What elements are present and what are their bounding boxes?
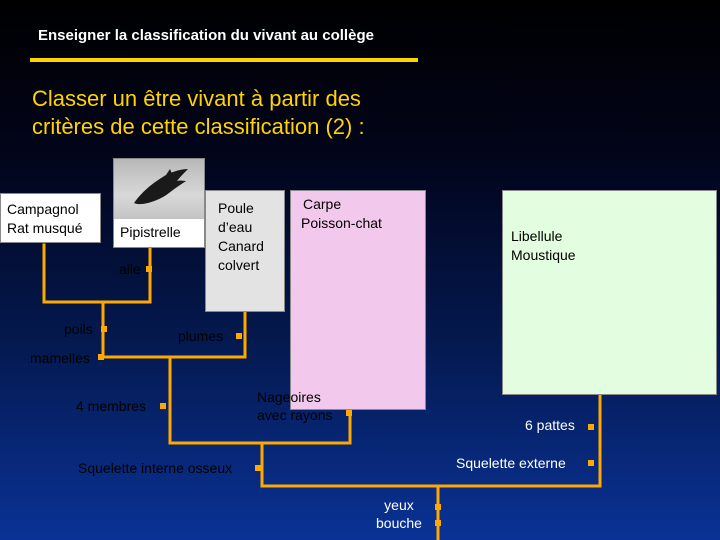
group-box-bat: Pipistrelle xyxy=(113,158,205,248)
character-squelette-externe: Squelette externe xyxy=(456,455,566,471)
nageoires-line-2: avec rayons xyxy=(257,407,333,423)
organism-libellule: Libellule xyxy=(511,228,563,244)
group-box-fish: Carpe Poisson-chat xyxy=(290,190,426,410)
organism-carpe: Carpe xyxy=(303,196,342,212)
organism-canard-2: colvert xyxy=(218,257,260,273)
character-poils: poils xyxy=(64,321,93,337)
organism-campagnol: Campagnol xyxy=(7,201,79,217)
main-title-line-2: critères de cette classification (2) : xyxy=(32,114,365,139)
character-plumes: plumes xyxy=(178,328,224,344)
organism-canard-1: Canard xyxy=(218,238,264,254)
organism-poisson-chat: Poisson-chat xyxy=(301,215,382,231)
slide-main-title: Classer un être vivant à partir des crit… xyxy=(32,85,365,141)
nageoires-line-1: Nageoires xyxy=(257,389,321,405)
yeux-line: yeux xyxy=(384,497,414,513)
character-4-membres: 4 membres xyxy=(76,398,147,414)
group-box-rodents: Campagnol Rat musqué xyxy=(0,193,101,243)
organism-poule-eau-2: d’eau xyxy=(218,219,253,235)
bouche-line: bouche xyxy=(376,515,422,531)
group-box-insects: Libellule Moustique xyxy=(502,190,717,395)
bat-photo xyxy=(114,159,204,219)
main-title-line-1: Classer un être vivant à partir des xyxy=(32,86,361,111)
slide-header-title: Enseigner la classification du vivant au… xyxy=(38,27,374,44)
bat-silhouette-icon xyxy=(134,169,188,205)
character-mamelles: mamelles xyxy=(30,350,90,366)
character-aile: aile xyxy=(119,261,141,277)
organism-rat-musque: Rat musqué xyxy=(7,220,83,236)
character-squelette-interne: Squelette interne osseux xyxy=(78,460,233,476)
header-underline xyxy=(30,58,418,62)
organism-poule-eau-1: Poule xyxy=(218,200,254,216)
organism-moustique: Moustique xyxy=(511,247,576,263)
character-nageoires: Nageoires avec rayons xyxy=(257,388,332,424)
group-box-birds: Poule d’eau Canard colvert xyxy=(205,190,285,312)
character-yeux-bouche: yeux bouche xyxy=(376,496,422,532)
organism-pipistrelle: Pipistrelle xyxy=(120,224,181,240)
character-6-pattes: 6 pattes xyxy=(525,417,575,433)
